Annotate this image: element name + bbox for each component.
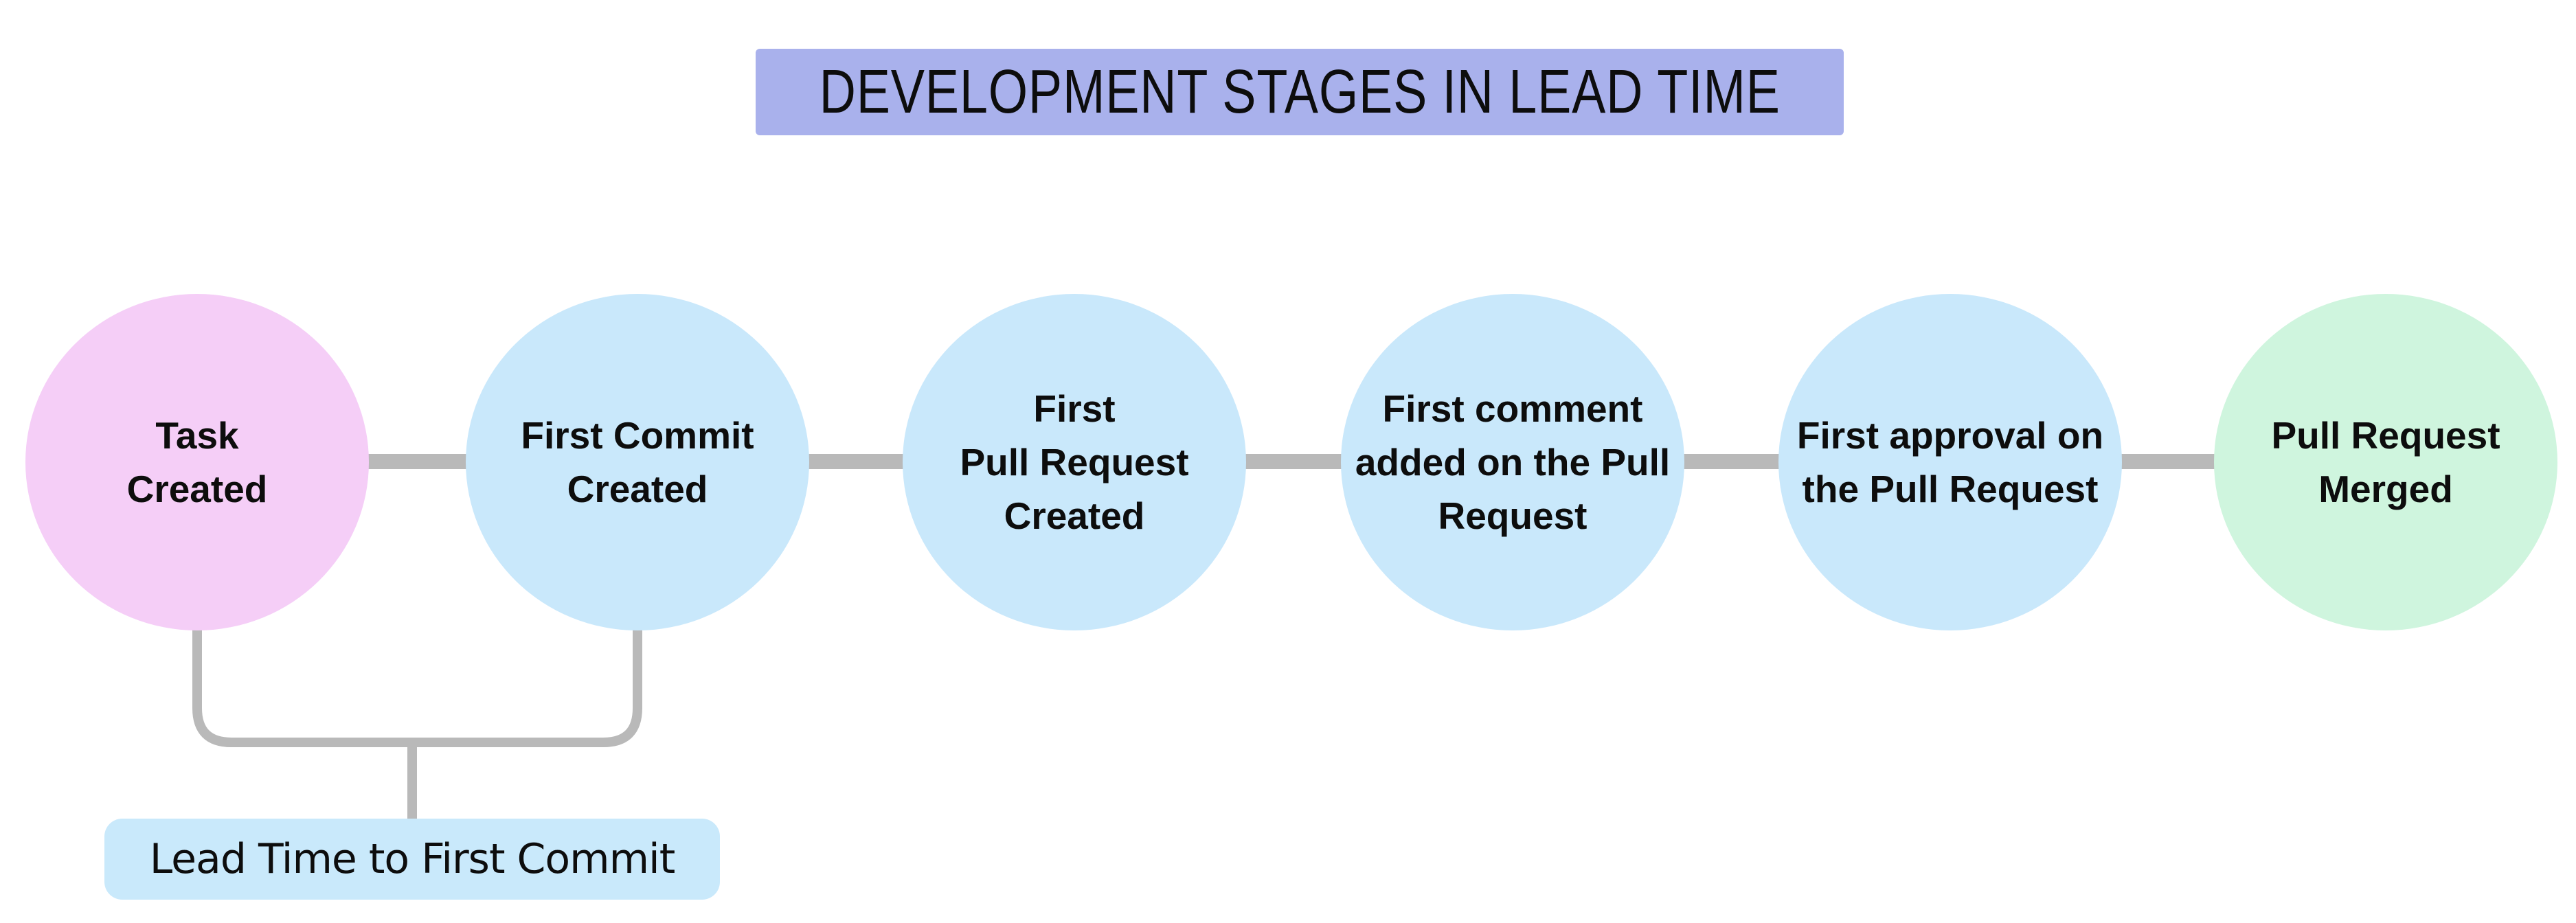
stage-node-first-comment-added: First comment added on the Pull Request xyxy=(1341,294,1684,630)
stage-label-line: Pull Request xyxy=(2271,414,2500,457)
stage-label: First comment added on the Pull Request xyxy=(1355,382,1670,543)
stage-label-line: First Commit xyxy=(521,414,754,457)
page-title-text: DEVELOPMENT STAGES IN LEAD TIME xyxy=(819,57,1781,126)
stage-label-line: Created xyxy=(567,468,708,510)
stage-label-line: First comment xyxy=(1382,387,1643,430)
stage-label: Pull Request Merged xyxy=(2271,409,2500,516)
stage-node-first-approval: First approval on the Pull Request xyxy=(1778,294,2122,630)
stage-label-line: Created xyxy=(126,468,268,510)
bracket-path xyxy=(192,622,642,747)
stage-node-first-commit-created: First Commit Created xyxy=(466,294,809,630)
stage-label-line: Merged xyxy=(2318,468,2453,510)
stage-label-line: First approval on xyxy=(1796,414,2104,457)
stage-node-task-created: Task Created xyxy=(25,294,369,630)
stage-label: First Commit Created xyxy=(521,409,754,516)
stage-label-line: Request xyxy=(1438,494,1588,537)
stage-label-line: Task xyxy=(155,414,239,457)
page-title: DEVELOPMENT STAGES IN LEAD TIME xyxy=(756,49,1844,135)
stage-label-line: the Pull Request xyxy=(1802,468,2099,510)
lead-time-annotation: Lead Time to First Commit xyxy=(104,819,720,900)
stage-label-line: added on the Pull xyxy=(1355,441,1671,483)
stage-label: First Pull Request Created xyxy=(960,382,1188,543)
stage-label-line: First xyxy=(1033,387,1116,430)
stage-label-line: Created xyxy=(1004,494,1145,537)
stage-node-first-pull-request-created: First Pull Request Created xyxy=(903,294,1246,630)
stage-label: First approval on the Pull Request xyxy=(1797,409,2103,516)
stage-label-line: Pull Request xyxy=(960,441,1189,483)
stage-node-pull-request-merged: Pull Request Merged xyxy=(2214,294,2557,630)
annotation-label: Lead Time to First Commit xyxy=(149,835,675,883)
stage-label: Task Created xyxy=(127,409,268,516)
